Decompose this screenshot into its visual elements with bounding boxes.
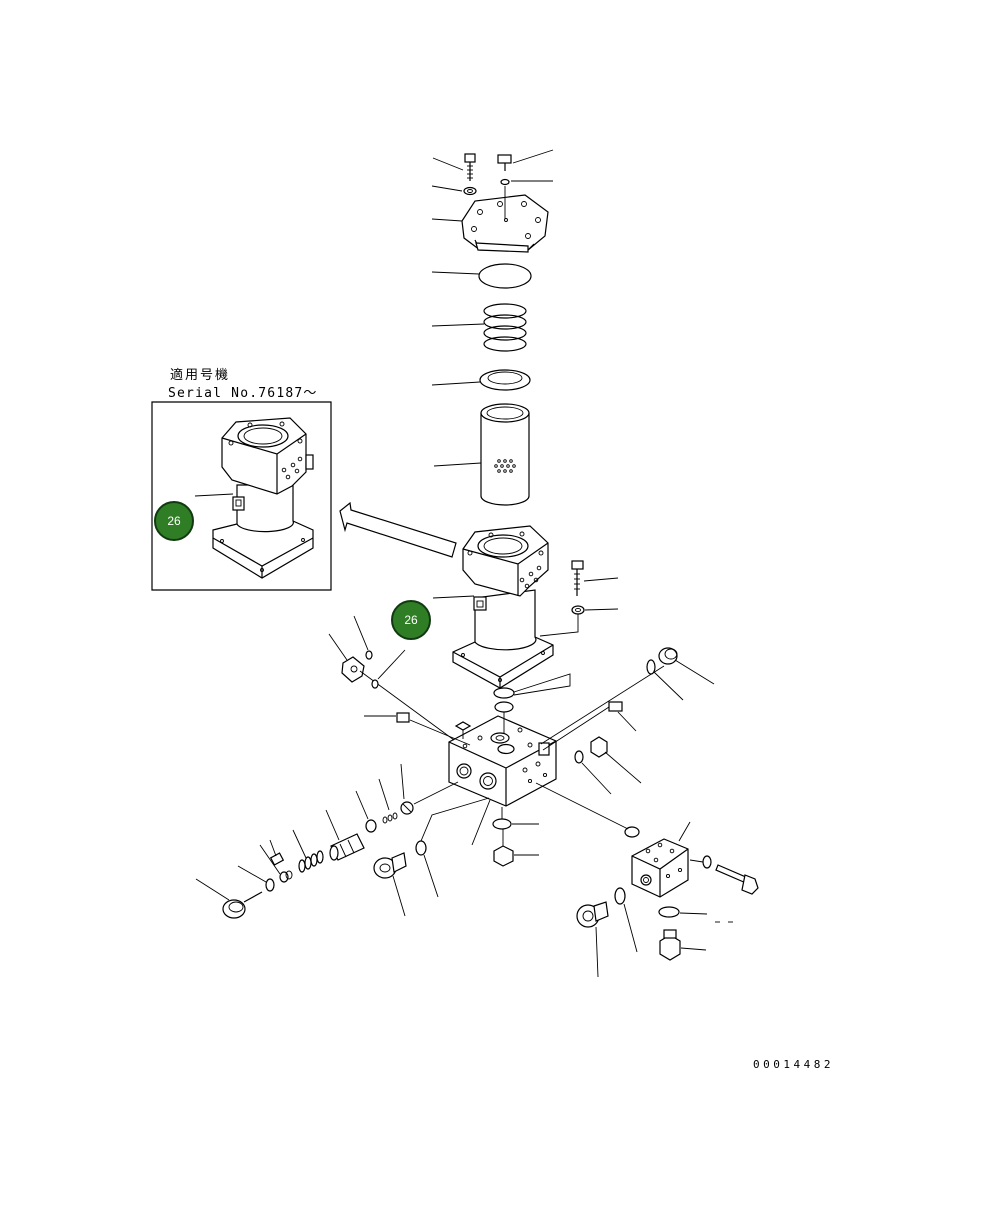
hex-plug-bottom bbox=[493, 829, 539, 867]
drawing-number: 00014482 bbox=[753, 1058, 834, 1071]
relief-fitting bbox=[328, 633, 455, 741]
side-block-washer bbox=[689, 855, 712, 869]
plug-top-right bbox=[540, 647, 715, 745]
callout-badge-inset[interactable]: 26 bbox=[154, 501, 194, 541]
plug-right-upper bbox=[542, 701, 637, 751]
oring-right-mid bbox=[574, 750, 612, 795]
banjo-bolt-right bbox=[576, 901, 609, 978]
inset-filter-case bbox=[194, 417, 314, 579]
banjo-bolt-left bbox=[373, 852, 407, 917]
side-block-bolt bbox=[715, 864, 759, 895]
oring-right-block bbox=[535, 782, 640, 838]
plug-oring-right bbox=[646, 659, 684, 701]
valve-seat bbox=[355, 790, 377, 833]
filter-seat-ring bbox=[431, 369, 531, 391]
side-block bbox=[631, 821, 691, 898]
case-bolt bbox=[571, 560, 619, 596]
callout-badge-main[interactable]: 26 bbox=[391, 600, 431, 640]
hex-plug-side bbox=[659, 929, 707, 961]
valve-spool bbox=[325, 809, 365, 861]
top-oring-1 bbox=[493, 673, 571, 699]
valve-shim bbox=[269, 839, 285, 866]
relief-oring-bottom bbox=[371, 649, 406, 689]
plug-small-left bbox=[364, 712, 471, 746]
inset-frame bbox=[151, 401, 332, 591]
filter-element bbox=[433, 403, 530, 506]
cover-bolt-left bbox=[432, 153, 476, 181]
top-oring-2 bbox=[494, 701, 514, 733]
valve-body bbox=[448, 715, 557, 807]
cover-bolt-right bbox=[497, 149, 554, 171]
cover-oring bbox=[431, 263, 532, 289]
oring-small-right bbox=[500, 178, 553, 186]
body-leader-bottom bbox=[471, 799, 491, 846]
case-washer bbox=[539, 605, 619, 637]
callout-label: 26 bbox=[404, 613, 418, 627]
oring-lower-middle bbox=[614, 887, 638, 953]
valve-spring bbox=[292, 829, 324, 873]
oring-side-bottom bbox=[658, 906, 733, 923]
valve-small-spring bbox=[378, 778, 398, 824]
serial-title: 適用号機 bbox=[170, 368, 231, 383]
filter-case bbox=[432, 525, 554, 689]
valve-washer bbox=[259, 844, 293, 883]
spring bbox=[431, 303, 527, 352]
oring-under-body bbox=[492, 807, 539, 830]
callout-label: 26 bbox=[167, 514, 181, 528]
filter-cover bbox=[431, 186, 549, 253]
valve-cap bbox=[195, 878, 263, 919]
relief-oring-top bbox=[353, 615, 373, 660]
valve-oring-1 bbox=[237, 865, 275, 892]
hex-plug-right bbox=[590, 736, 642, 784]
oring-bottom-left bbox=[415, 797, 490, 898]
valve-plug-threaded bbox=[400, 763, 459, 815]
arrow-to-inset-icon bbox=[339, 501, 457, 558]
serial-range: Serial No.76187～ bbox=[168, 386, 318, 401]
washer-small-left bbox=[431, 185, 477, 196]
